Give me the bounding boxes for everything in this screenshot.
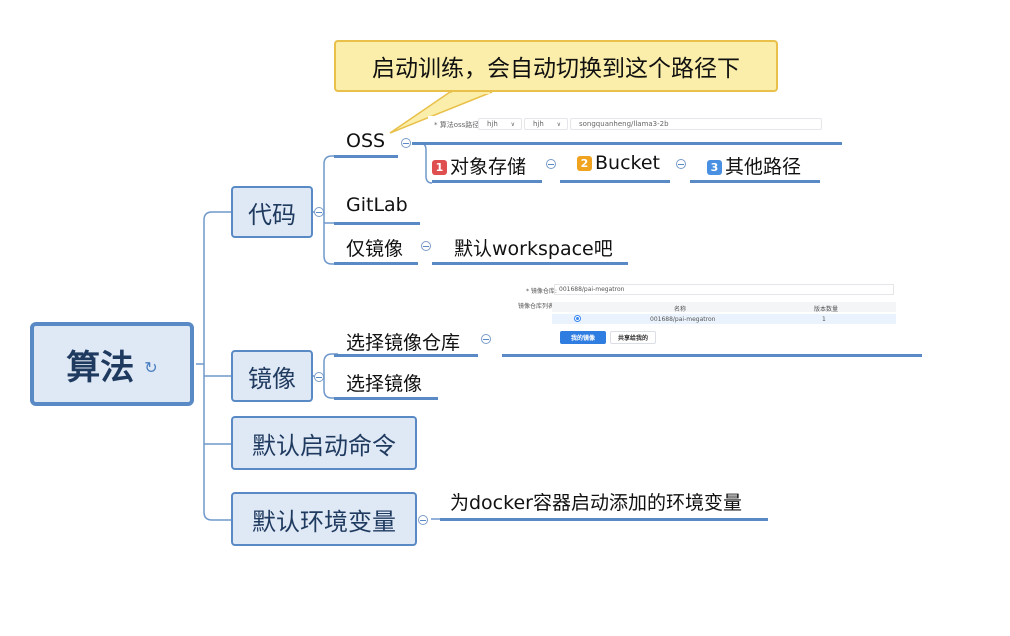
- underline: [442, 262, 628, 265]
- topic-default-env-vars[interactable]: 默认环境变量: [231, 492, 417, 546]
- shared-images-button[interactable]: 共享给我的: [610, 331, 656, 344]
- embedded-screenshot-oss: * 算法oss路径: hjh ∨ hjh ∨ songquanheng/llam…: [428, 116, 824, 133]
- priority-3-icon: 3: [707, 160, 722, 175]
- subtopic-default-workspace[interactable]: 默认workspace吧: [454, 238, 613, 260]
- underline: [334, 397, 438, 400]
- subtopic-select-image[interactable]: 选择镜像: [346, 373, 423, 395]
- underline: [440, 518, 768, 521]
- topic-code[interactable]: 代码: [231, 186, 313, 238]
- topic-image-label: 镜像: [248, 364, 296, 393]
- collapse-icon[interactable]: [418, 515, 428, 525]
- underline: [432, 262, 442, 265]
- repo-value: 001688/pai-megatron: [559, 286, 625, 293]
- topic-default-start-command[interactable]: 默认启动命令: [231, 416, 417, 470]
- bucket-select-1[interactable]: hjh ∨: [478, 118, 522, 130]
- table-row[interactable]: 001688/pai-megatron 1: [552, 314, 896, 324]
- col-name: 名称: [674, 306, 687, 313]
- collapse-icon[interactable]: [546, 159, 556, 169]
- repo-label: * 镜像仓库:: [526, 288, 557, 295]
- subtopic-label: 其他路径: [725, 156, 802, 178]
- collapse-icon[interactable]: [481, 334, 491, 344]
- collapse-icon[interactable]: [314, 372, 324, 382]
- root-topic[interactable]: 算法 ↻: [30, 322, 194, 406]
- oss-path-label: * 算法oss路径:: [434, 121, 482, 129]
- collapse-icon[interactable]: [401, 138, 411, 148]
- subtopic-label: Bucket: [595, 152, 660, 174]
- collapse-icon[interactable]: [421, 241, 431, 251]
- priority-1-icon: 1: [432, 160, 447, 175]
- col-count: 版本数量: [814, 306, 839, 313]
- subtopic-gitlab[interactable]: GitLab: [346, 194, 408, 216]
- refresh-icon: ↻: [144, 357, 158, 377]
- underline: [334, 222, 420, 225]
- collapse-icon[interactable]: [314, 207, 324, 217]
- row-count: 1: [822, 316, 826, 323]
- row-name: 001688/pai-megatron: [650, 316, 716, 323]
- subtopic-oss[interactable]: OSS: [346, 130, 386, 152]
- root-label: 算法: [66, 347, 135, 388]
- underline: [334, 354, 478, 357]
- embedded-screenshot-image-repo: * 镜像仓库: 001688/pai-megatron 镜像仓库列表: 名称 版…: [512, 282, 896, 348]
- subtopic-select-repo[interactable]: 选择镜像仓库: [346, 332, 461, 354]
- underline: [334, 155, 398, 158]
- radio-selected-icon[interactable]: [574, 315, 581, 322]
- underline: [412, 142, 842, 145]
- topic-start-command-label: 默认启动命令: [252, 431, 396, 460]
- topic-code-label: 代码: [248, 200, 296, 229]
- underline: [568, 180, 670, 183]
- repo-input[interactable]: 001688/pai-megatron: [554, 284, 894, 295]
- chevron-down-icon: ∨: [556, 120, 561, 128]
- select-value: hjh: [487, 120, 498, 128]
- underline: [560, 180, 568, 183]
- path-value: songquanheng/llama3-2b: [579, 120, 669, 128]
- oss-path-input[interactable]: songquanheng/llama3-2b: [570, 118, 822, 130]
- underline: [698, 180, 820, 183]
- topic-image[interactable]: 镜像: [231, 350, 313, 402]
- subtopic-image-only[interactable]: 仅镜像: [346, 238, 404, 260]
- underline: [690, 180, 698, 183]
- select-value: hjh: [533, 120, 544, 128]
- underline: [502, 354, 922, 357]
- bucket-select-2[interactable]: hjh ∨: [524, 118, 568, 130]
- callout-note: 启动训练，会自动切换到这个路径下: [334, 40, 778, 92]
- table-header: 名称 版本数量: [552, 302, 896, 313]
- topic-env-vars-label: 默认环境变量: [252, 507, 396, 536]
- my-images-button[interactable]: 我的镜像: [560, 331, 606, 344]
- collapse-icon[interactable]: [676, 159, 686, 169]
- priority-2-icon: 2: [577, 156, 592, 171]
- chevron-down-icon: ∨: [510, 120, 515, 128]
- subtopic-label: 对象存储: [450, 156, 527, 178]
- repo-list-label: 镜像仓库列表:: [518, 303, 557, 310]
- underline: [334, 262, 418, 265]
- subtopic-env-description[interactable]: 为docker容器启动添加的环境变量: [450, 492, 742, 514]
- underline: [432, 180, 542, 183]
